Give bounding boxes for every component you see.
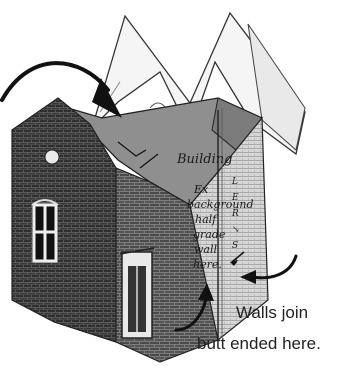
- side-char-4: ↘: [232, 225, 240, 235]
- door: [120, 248, 154, 338]
- caption-line-2: butt ended here.: [197, 334, 321, 354]
- side-char-3: R: [231, 209, 239, 219]
- side-char-1: L: [231, 177, 238, 187]
- wall-line-4: grade: [193, 228, 226, 241]
- wall-line-5: wall: [194, 243, 217, 256]
- wall-line-3: half: [195, 213, 218, 226]
- side-char-2: E: [231, 193, 239, 203]
- wall-line-6: here.: [193, 258, 222, 271]
- wall-title: Building: [176, 152, 232, 167]
- window: [32, 200, 58, 261]
- wall-line-1: Ex: [193, 183, 209, 196]
- caption-line-1: Walls join: [236, 303, 308, 323]
- side-char-5: S: [232, 241, 238, 251]
- wall-line-2: background: [187, 198, 254, 211]
